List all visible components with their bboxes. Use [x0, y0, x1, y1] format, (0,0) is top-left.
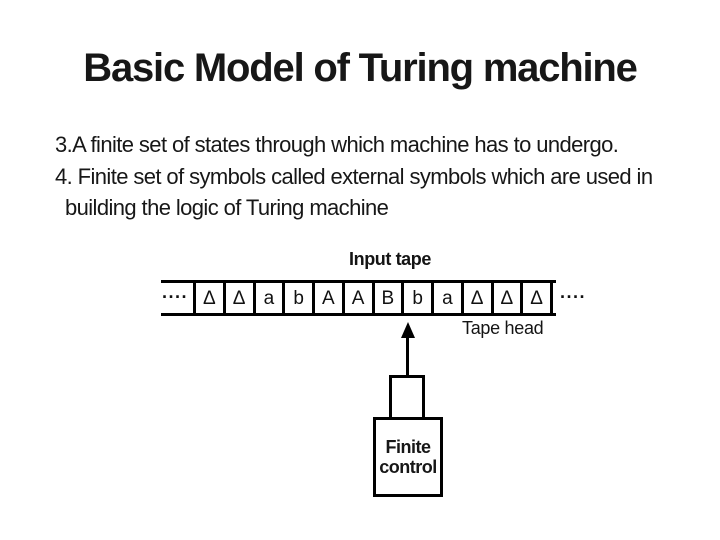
finite-control-label-line2: control [379, 457, 437, 477]
body-line-3: 3.A finite set of states through which m… [55, 132, 619, 157]
finite-control-label-line1: Finite [385, 437, 432, 457]
body-text: 3.A finite set of states through which m… [55, 129, 665, 224]
tape-cell: Δ [193, 280, 223, 316]
tape-bottom-rail [161, 313, 556, 316]
tape-cell: A [341, 280, 372, 316]
tape-cell: Δ [520, 280, 550, 316]
tape-top-rail [161, 280, 556, 283]
body-line-4-continued: building the logic of Turing machine [65, 195, 389, 220]
tape-cell: A [312, 280, 342, 316]
tape-cell: Δ [490, 280, 521, 316]
tape-left-ellipsis: ···· [162, 286, 188, 307]
tape-head-neck-box [389, 375, 425, 420]
tape-cell: Δ [222, 280, 253, 316]
tape-head-label: Tape head [462, 318, 544, 338]
tape-cell: B [371, 280, 402, 316]
finite-control-box: Finite control [373, 417, 443, 497]
tape-cell: a [431, 280, 461, 316]
tape-cell: a [252, 280, 283, 316]
body-line-4: 4. Finite set of symbols called external… [55, 163, 653, 189]
tape-cell: b [401, 280, 431, 316]
tape-cell: Δ [460, 280, 491, 316]
tape-right-ellipsis: ···· [560, 286, 586, 307]
page-title: Basic Model of Turing machine [83, 46, 638, 90]
tape-head-arrow-icon [401, 322, 415, 338]
tape-cell: b [282, 280, 312, 316]
input-tape-label: Input tape [349, 249, 431, 269]
tape-head-arrow-shaft [406, 336, 409, 377]
